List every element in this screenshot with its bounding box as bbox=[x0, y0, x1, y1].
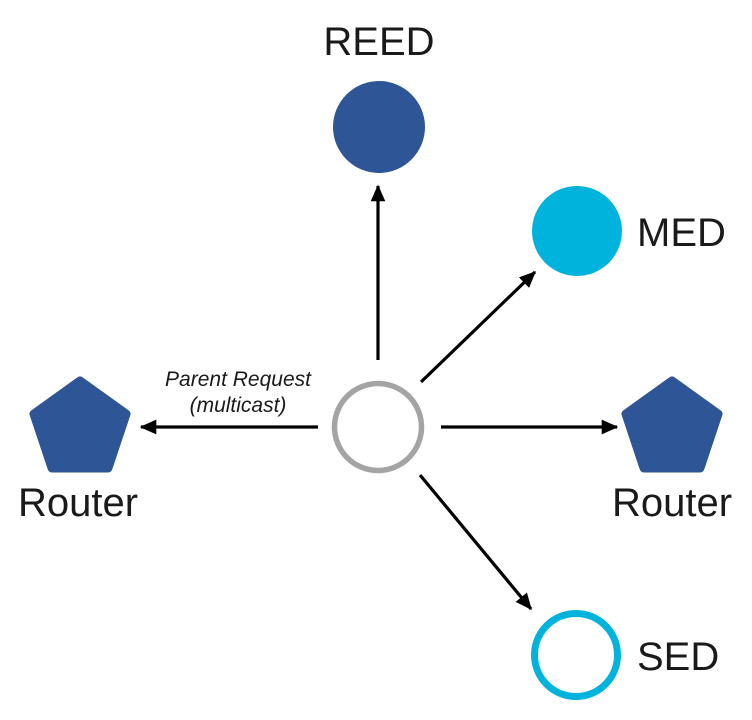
joining-device-circle[interactable] bbox=[331, 380, 425, 474]
node-sed[interactable]: SED bbox=[531, 610, 720, 700]
router-right-pentagon[interactable] bbox=[621, 376, 723, 473]
edge-label-line2: (multicast) bbox=[190, 394, 287, 417]
sed-circle[interactable] bbox=[531, 610, 621, 700]
edge-to-sed bbox=[418, 473, 533, 611]
edge-to-med bbox=[419, 270, 537, 384]
edge-label-line1: Parent Request bbox=[165, 368, 312, 391]
node-reed[interactable]: REED bbox=[323, 20, 435, 173]
node-med[interactable]: MED bbox=[532, 186, 726, 276]
router-left-label: Router bbox=[18, 481, 138, 525]
router-right-label: Router bbox=[612, 481, 732, 525]
edges-group bbox=[139, 184, 619, 611]
sed-label: SED bbox=[637, 635, 719, 679]
router-left-pentagon[interactable] bbox=[29, 376, 131, 473]
edge-label-parent-request: Parent Request (multicast) bbox=[165, 368, 312, 417]
node-router-right[interactable]: Router bbox=[612, 376, 732, 525]
med-label: MED bbox=[637, 211, 726, 255]
med-circle[interactable] bbox=[532, 186, 622, 276]
node-router-left[interactable]: Router bbox=[18, 376, 138, 525]
reed-label: REED bbox=[323, 20, 434, 64]
reed-circle[interactable] bbox=[333, 81, 425, 173]
center-node[interactable] bbox=[331, 380, 425, 474]
